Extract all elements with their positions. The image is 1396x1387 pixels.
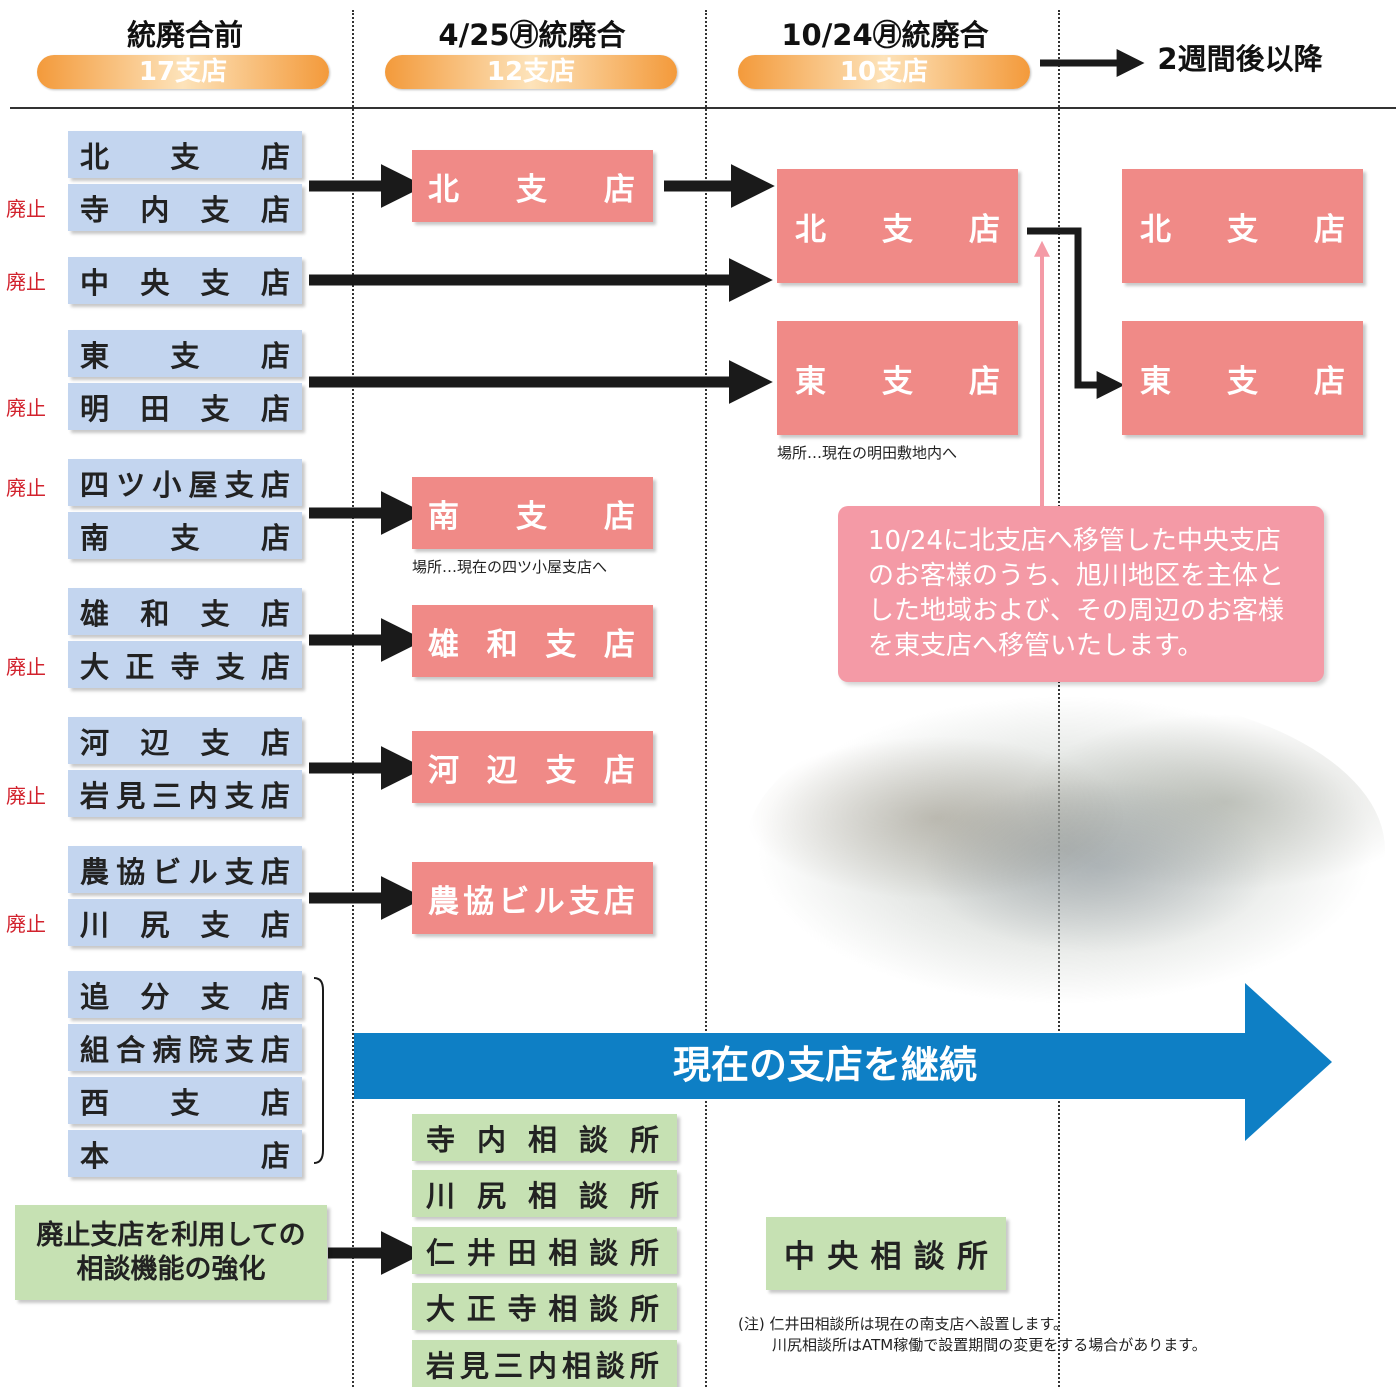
consult-strengthening-box: 廃止支店を利用しての 相談機能の強化 [15,1205,327,1300]
branch-name: 雄和支店 [428,626,635,663]
branch-name: 北支店 [795,211,1000,248]
transfer-note: 10/24に北支店へ移管した中央支店のお客様のうち、旭川地区を主体とした地域およ… [838,506,1324,682]
branch-name: 中央支店 [80,265,290,300]
before-branch-kumiai-byoin: 組合病院支店 [68,1024,302,1071]
oct-branch-higashi: 東支店 [777,321,1018,435]
branch-name: 岩見三内支店 [80,778,290,813]
consult-office-kawashiri: 川尻相談所 [412,1170,677,1217]
footnote-line2: 川尻相談所はATM稼働で設置期間の変更をする場合があります。 [772,1336,1207,1354]
branch-name: 組合病院支店 [80,1032,290,1067]
header-divider [10,107,1396,109]
before-branch-oiwake: 追分支店 [68,971,302,1018]
branch-name: 北支店 [428,171,635,208]
abolished-label: 廃止 [6,912,46,936]
consult-source-line2: 相談機能の強化 [76,1253,266,1285]
before-branch-minami: 南支店 [68,512,302,559]
abolished-label: 廃止 [6,476,46,500]
later-branch-kita: 北支店 [1122,169,1363,283]
branch-name: 東支店 [1140,363,1345,400]
branch-name: 西支店 [80,1085,290,1120]
before-branch-nishi: 西支店 [68,1077,302,1124]
branch-name: 大正寺支店 [80,649,290,684]
before-branch-iwamisannai: 岩見三内支店 [68,770,302,817]
column-divider-2 [705,10,707,1387]
abolished-label: 廃止 [6,784,46,808]
branch-name: 明田支店 [80,391,290,426]
branch-name: 河辺支店 [428,752,635,789]
before-branch-honten: 本店 [68,1130,302,1177]
branch-name: 河辺支店 [80,725,290,760]
later-branch-higashi: 東支店 [1122,321,1363,435]
branch-name: 東支店 [795,363,1000,400]
before-branch-taishoji: 大正寺支店 [68,641,302,688]
branch-name: 追分支店 [80,979,290,1014]
consult-office-name: 仁井田相談所 [426,1235,659,1270]
apr-branch-kita: 北支店 [412,150,653,222]
header-col3-title: 10/24㊊統廃合 [781,18,989,52]
consult-office-name: 川尻相談所 [426,1178,659,1213]
abolished-label: 廃止 [6,655,46,679]
branch-name: 南支店 [80,520,290,555]
before-branch-higashi: 東支店 [68,330,302,377]
continue-arrow [354,983,1332,1141]
meeting-photo [745,690,1385,1010]
branch-name: 北支店 [1140,211,1345,248]
apr-branch-noukyou: 農協ビル支店 [412,862,653,934]
header-col1-title: 統廃合前 [126,18,243,52]
before-branch-yotsugoya: 四ツ小屋支店 [68,459,302,506]
abolished-label: 廃止 [6,197,46,221]
oct-east-location-note: 場所…現在の明田敷地内へ [777,444,958,462]
before-branch-chuo: 中央支店 [68,257,302,304]
branch-name: 農協ビル支店 [80,854,290,889]
consult-office-terauchi: 寺内相談所 [412,1114,677,1161]
before-branch-akita: 明田支店 [68,383,302,430]
header-col3-count: 10支店 [738,55,1030,89]
continue-label: 現在の支店を継続 [672,1043,977,1087]
branch-name: 寺内支店 [80,192,290,227]
abolished-label: 廃止 [6,396,46,420]
before-branch-kita: 北支店 [68,131,302,178]
consult-office-taishoji: 大正寺相談所 [412,1283,677,1330]
header-col2-count: 12支店 [385,55,677,89]
branch-name: 農協ビル支店 [428,883,635,920]
header-col2-title: 4/25㊊統廃合 [438,18,626,52]
consult-source-line1: 廃止支店を利用しての [36,1219,306,1251]
before-branch-kawabe: 河辺支店 [68,717,302,764]
column-divider-1 [352,10,354,1387]
branch-name: 本店 [80,1138,290,1173]
apr-south-location-note: 場所…現在の四ツ小屋支店へ [412,558,608,576]
before-branch-terauchi: 寺内支店 [68,184,302,231]
arrow-kita-to-higashi [1027,227,1125,399]
before-branch-kawashiri: 川尻支店 [68,899,302,946]
footnote-line1: (注) 仁井田相談所は現在の南支店へ設置します。 [738,1315,1068,1333]
consult-office-name: 岩見三内相談所 [426,1348,659,1383]
branch-name: 四ツ小屋支店 [80,467,290,502]
apr-branch-yuwa: 雄和支店 [412,605,653,677]
header-col1-count: 17支店 [37,55,329,89]
apr-branch-kawabe: 河辺支店 [412,731,653,803]
apr-branch-minami: 南支店 [412,477,653,549]
consult-office-name: 中央相談所 [784,1239,988,1275]
branch-name: 雄和支店 [80,596,290,631]
consult-office-iwamisannai: 岩見三内相談所 [412,1340,677,1387]
before-branch-yuwa: 雄和支店 [68,588,302,635]
before-branch-noukyou: 農協ビル支店 [68,846,302,893]
consult-office-name: 大正寺相談所 [426,1291,659,1326]
abolished-label: 廃止 [6,270,46,294]
consult-office-chuo: 中央相談所 [766,1217,1006,1290]
branch-name: 北支店 [80,139,290,174]
header-col4-title: 2週間後以降 [1157,42,1323,76]
continue-bracket [313,977,324,1164]
consult-office-name: 寺内相談所 [426,1122,659,1157]
consult-office-niida: 仁井田相談所 [412,1227,677,1274]
branch-name: 川尻支店 [80,907,290,942]
oct-branch-kita: 北支店 [777,169,1018,283]
branch-name: 南支店 [428,498,635,535]
branch-name: 東支店 [80,338,290,373]
